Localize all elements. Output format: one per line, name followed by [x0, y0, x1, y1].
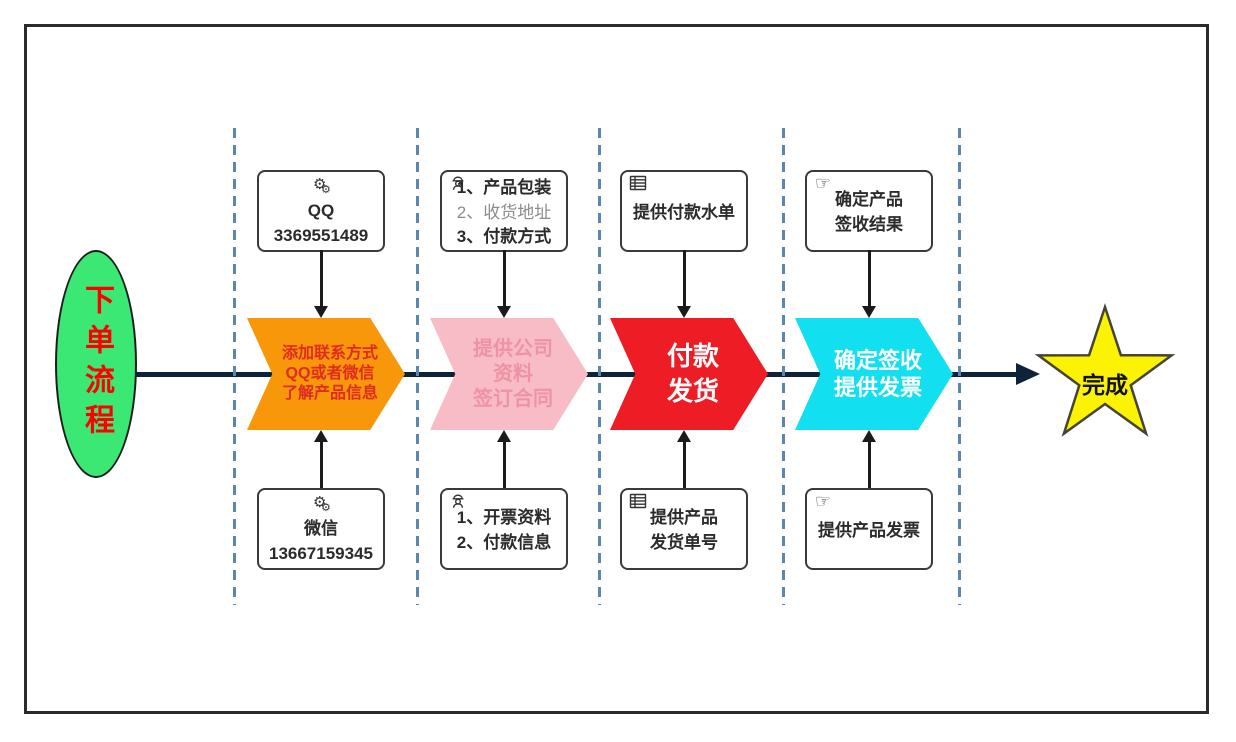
stage2-bottom-box: 1、开票资料 2、付款信息 — [440, 488, 568, 570]
arrow-down-icon — [314, 306, 328, 318]
stage3-top-connector — [683, 250, 686, 307]
chevron-label-line: 发货 — [666, 376, 719, 406]
star-icon — [1034, 303, 1176, 437]
box-line: 2、付款信息 — [456, 533, 552, 552]
box-line: 2、收货地址 — [456, 202, 552, 222]
stage1-top-connector — [320, 250, 323, 307]
stage4-bottom-connector — [868, 442, 871, 488]
stage4-top-connector — [868, 250, 871, 307]
box-line: 1、产品包装 — [456, 178, 552, 198]
pointing-hand-icon: ☞ — [814, 491, 832, 511]
box-line: 提供付款水单 — [633, 202, 735, 222]
box-line: 3、付款方式 — [456, 227, 552, 247]
stage-divider-2 — [416, 128, 419, 605]
chevron-label-line: 确定签收 — [833, 347, 922, 373]
stage2-chevron: 提供公司 资料 签订合同 — [430, 318, 588, 430]
stage4-bottom-box: ☞ 提供产品发票 — [805, 488, 933, 570]
stage1-bottom-box: ⚙⚙ 微信 13667159345 — [257, 488, 385, 570]
arrow-up-icon — [862, 430, 876, 442]
chevron-label-line: 付款 — [666, 340, 719, 371]
stage2-top-box: 1、产品包装 2、收货地址 3、付款方式 — [440, 170, 568, 252]
stage1-top-box: ⚙⚙ QQ 3369551489 — [257, 170, 385, 252]
stage3-chevron: 付款 发货 — [610, 318, 768, 430]
stage1-bottom-connector — [320, 442, 323, 488]
stage3-top-box: 提供付款水单 — [620, 170, 748, 252]
main-flow-arrowhead-icon — [1016, 363, 1040, 385]
chevron-label-line: 提供发票 — [833, 375, 922, 400]
table-icon — [626, 492, 650, 514]
diagram-frame — [24, 24, 1209, 714]
box-line: 13667159345 — [268, 544, 373, 563]
stage3-bottom-box: 提供产品 发货单号 — [620, 488, 748, 570]
chevron-label-line: 添加联系方式 — [281, 345, 378, 362]
box-line: 1、开票资料 — [456, 508, 552, 528]
arrow-up-icon — [677, 430, 691, 442]
arrow-down-icon — [497, 306, 511, 318]
arrow-down-icon — [677, 306, 691, 318]
end-node-label: 完成 — [1082, 372, 1128, 398]
arrow-up-icon — [497, 430, 511, 442]
box-line: 发货单号 — [650, 533, 718, 552]
chevron-label-line: 签订合同 — [473, 387, 553, 410]
box-line: QQ — [307, 201, 335, 221]
box-line: 确定产品 — [835, 190, 903, 210]
arrow-up-icon — [314, 430, 328, 442]
pointing-hand-icon: ☞ — [814, 173, 832, 193]
box-line: 3369551489 — [273, 226, 369, 245]
start-node-ellipse: 下单流程 — [55, 250, 137, 478]
stage-divider-1 — [233, 128, 236, 605]
stage4-top-box: ☞ 确定产品 签收结果 — [805, 170, 933, 252]
stage-divider-5 — [958, 128, 961, 605]
chevron-label-line: QQ或者微信 — [285, 365, 375, 382]
chevron-label-line: 资料 — [493, 362, 533, 385]
gears-icon: ⚙⚙ — [313, 176, 331, 197]
gears-icon: ⚙⚙ — [313, 494, 331, 515]
arrow-down-icon — [862, 306, 876, 318]
stage3-bottom-connector — [683, 442, 686, 488]
chevron-label-line: 了解产品信息 — [281, 385, 378, 402]
stage-divider-3 — [598, 128, 601, 605]
box-line: 微信 — [304, 519, 338, 539]
start-node-label: 下单流程 — [80, 284, 113, 444]
box-line: 提供产品发票 — [818, 520, 920, 540]
worker-icon — [446, 492, 470, 514]
stage2-bottom-connector — [503, 442, 506, 488]
stage1-chevron: 添加联系方式 QQ或者微信 了解产品信息 — [247, 318, 405, 430]
box-line: 签收结果 — [835, 215, 903, 234]
end-node-star: 完成 — [1033, 302, 1177, 452]
box-line: 提供产品 — [650, 508, 718, 528]
chevron-label-line: 提供公司 — [473, 337, 553, 360]
stage2-top-connector — [503, 250, 506, 307]
worker-icon — [446, 174, 470, 196]
stage4-chevron: 确定签收 提供发票 — [795, 318, 953, 430]
table-icon — [626, 174, 650, 196]
stage-divider-4 — [782, 128, 785, 605]
